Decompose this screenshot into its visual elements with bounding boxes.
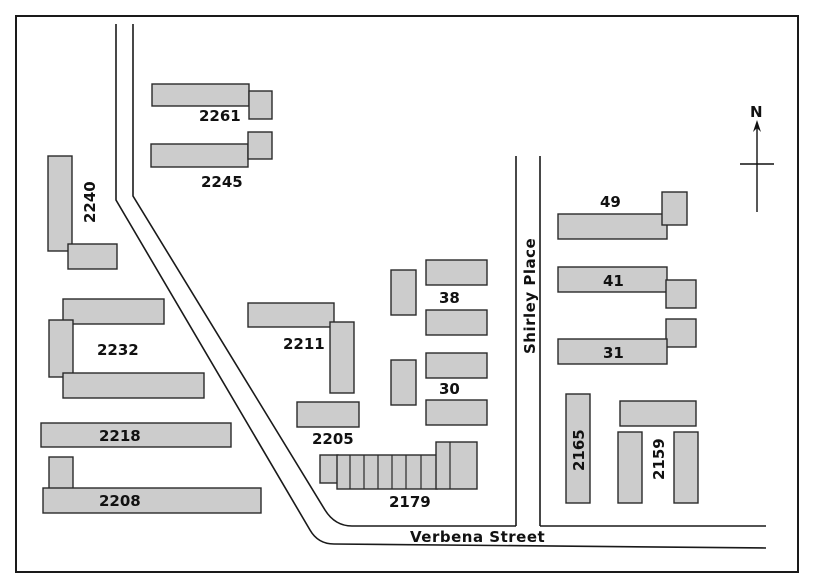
building-label-2211: 2211 bbox=[283, 335, 325, 353]
north-label: N bbox=[750, 103, 763, 121]
building-2240[interactable]: 2240 bbox=[47, 155, 118, 270]
map-frame bbox=[15, 15, 799, 573]
building-label-2261: 2261 bbox=[199, 107, 241, 125]
building-2205[interactable]: 2205 bbox=[296, 401, 360, 448]
building-2211[interactable]: 2211 bbox=[247, 302, 355, 394]
building-2179[interactable]: 2179 bbox=[319, 441, 478, 511]
verbena-street-label: Verbena Street bbox=[410, 528, 545, 546]
building-2208[interactable]: 2208 bbox=[42, 456, 262, 514]
building-2261[interactable]: 2261 bbox=[151, 83, 273, 125]
building-41[interactable]: 41 bbox=[557, 266, 697, 309]
north-arrow[interactable]: N bbox=[740, 103, 774, 212]
verbena-street-road bbox=[115, 24, 767, 549]
building-2218[interactable]: 2218 bbox=[40, 422, 232, 448]
building-label-2218: 2218 bbox=[99, 427, 141, 445]
building-label-2232: 2232 bbox=[97, 341, 139, 359]
shirley-place-label: Shirley Place bbox=[521, 238, 539, 354]
north-arrow-head-icon bbox=[753, 120, 761, 132]
building-label-2179: 2179 bbox=[389, 493, 431, 511]
building-label-2165: 2165 bbox=[570, 429, 588, 471]
building-label-38: 38 bbox=[439, 289, 460, 307]
building-label-30: 30 bbox=[439, 380, 460, 398]
building-label-2245: 2245 bbox=[201, 173, 243, 191]
building-label-2208: 2208 bbox=[99, 492, 141, 510]
building-label-2240: 2240 bbox=[81, 181, 99, 223]
building-2165[interactable]: 2165 bbox=[565, 393, 591, 504]
building-label-31: 31 bbox=[603, 344, 624, 362]
building-38[interactable]: 38 bbox=[390, 259, 488, 336]
building-2232[interactable]: 2232 bbox=[48, 298, 205, 399]
shirley-place-road bbox=[515, 156, 541, 526]
building-label-2205: 2205 bbox=[312, 430, 354, 448]
building-label-49: 49 bbox=[600, 193, 621, 211]
building-label-2159: 2159 bbox=[650, 438, 668, 480]
building-label-41: 41 bbox=[603, 272, 624, 290]
building-2245[interactable]: 2245 bbox=[150, 131, 273, 191]
building-31[interactable]: 31 bbox=[557, 318, 697, 365]
building-49[interactable]: 49 bbox=[557, 191, 688, 240]
building-30[interactable]: 30 bbox=[390, 352, 488, 426]
building-2159[interactable]: 2159 bbox=[617, 400, 699, 504]
